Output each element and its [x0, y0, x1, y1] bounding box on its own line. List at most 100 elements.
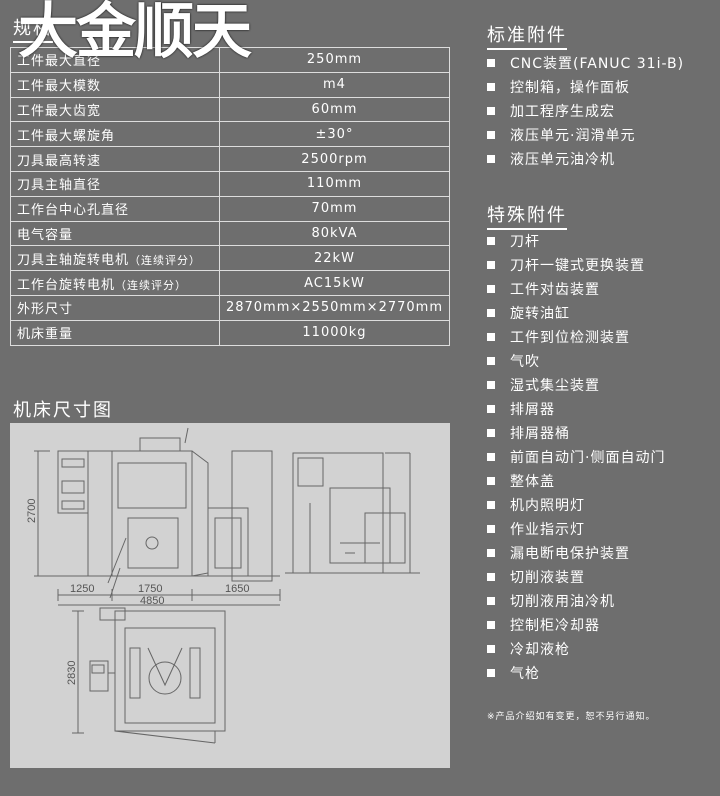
bullet-square-icon: [487, 645, 495, 653]
accessory-item: 加工程序生成宏: [487, 100, 684, 124]
accessory-item: 整体盖: [487, 470, 665, 494]
accessory-label: 机内照明灯: [510, 498, 585, 514]
accessory-label: 前面自动门·侧面自动门: [510, 450, 666, 466]
spec-key: 工作台旋转电机（连续评分）: [10, 270, 220, 296]
accessory-label: 整体盖: [510, 474, 555, 490]
spec-key-text: 工作台旋转电机: [17, 277, 116, 293]
spec-value: ±30°: [218, 121, 451, 148]
accessory-label: 工件到位检测装置: [510, 330, 630, 346]
accessory-item: 湿式集尘装置: [487, 374, 665, 398]
accessory-label: 作业指示灯: [510, 522, 585, 538]
bullet-square-icon: [487, 131, 495, 139]
spec-key-note: （连续评分）: [115, 278, 188, 292]
special-accessories-list: 刀杆刀杆一键式更换装置工件对齿装置旋转油缸工件到位检测装置气吹湿式集尘装置排屑器…: [487, 230, 665, 686]
accessory-item: 气吹: [487, 350, 665, 374]
bullet-square-icon: [487, 477, 495, 485]
spec-value: 250mm: [218, 47, 451, 73]
bullet-square-icon: [487, 107, 495, 115]
spec-key-text: 电气容量: [17, 227, 74, 243]
accessory-item: 工件到位检测装置: [487, 326, 665, 350]
bullet-square-icon: [487, 525, 495, 533]
spec-key: 刀具主轴旋转电机（连续评分）: [10, 245, 220, 272]
accessory-item: 漏电断电保护装置: [487, 542, 665, 566]
accessory-item: 切削液用油冷机: [487, 590, 665, 614]
accessory-item: 冷却液枪: [487, 638, 665, 662]
spec-row: 刀具最高转速 2500rpm: [10, 146, 451, 172]
accessory-item: 切削液装置: [487, 566, 665, 590]
spec-key: 外形尺寸: [10, 294, 220, 321]
spec-key-text: 刀具主轴旋转电机: [17, 252, 130, 268]
bullet-square-icon: [487, 669, 495, 677]
accessory-item: 前面自动门·侧面自动门: [487, 446, 665, 470]
accessory-label: 刀杆一键式更换装置: [510, 258, 645, 274]
accessory-item: 刀杆: [487, 230, 665, 254]
spec-value: 2500rpm: [218, 146, 451, 172]
special-accessories-title: 特殊附件: [487, 201, 567, 230]
accessory-item: 工件对齿装置: [487, 278, 665, 302]
accessory-label: 控制柜冷却器: [510, 618, 600, 634]
spec-key: 机床重量: [10, 319, 220, 346]
spec-key-text: 外形尺寸: [17, 302, 74, 318]
bullet-square-icon: [487, 285, 495, 293]
standard-accessories-title: 标准附件: [487, 21, 567, 50]
bullet-square-icon: [487, 357, 495, 365]
spec-key: 刀具最高转速: [10, 146, 220, 172]
spec-value: m4: [218, 71, 451, 98]
accessory-label: 冷却液枪: [510, 642, 570, 658]
bullet-square-icon: [487, 83, 495, 91]
spec-value: 60mm: [218, 96, 451, 123]
spec-row: 工件最大螺旋角±30°: [10, 121, 451, 148]
watermark-text: 大金顺天: [18, 0, 252, 67]
accessory-label: 加工程序生成宏: [510, 104, 615, 120]
accessory-label: CNC装置(FANUC 31i-B): [510, 56, 685, 72]
dimension-drawing-svg: 2700 1250 1750 1650 4850 2830: [26, 427, 420, 744]
accessory-label: 液压单元油冷机: [510, 152, 615, 168]
accessory-label: 液压单元·润滑单元: [510, 128, 636, 144]
bullet-square-icon: [487, 573, 495, 581]
accessory-label: 控制箱，操作面板: [510, 80, 630, 96]
accessory-item: 刀杆一键式更换装置: [487, 254, 665, 278]
bullet-square-icon: [487, 261, 495, 269]
bullet-square-icon: [487, 237, 495, 245]
dim-height-label: 2700: [26, 499, 38, 523]
spec-key-text: 工件最大模数: [17, 79, 102, 95]
accessory-label: 漏电断电保护装置: [510, 546, 630, 562]
spec-row: 工件最大模数 m4: [10, 71, 451, 98]
dim-right-label: 1650: [225, 583, 249, 595]
accessory-item: 机内照明灯: [487, 494, 665, 518]
accessory-label: 湿式集尘装置: [510, 378, 600, 394]
bullet-square-icon: [487, 429, 495, 437]
accessory-item: 液压单元·润滑单元: [487, 124, 684, 148]
accessory-item: 液压单元油冷机: [487, 148, 684, 172]
dim-middle-label: 1750: [138, 583, 162, 595]
spec-key-text: 工件最大直径: [17, 54, 102, 70]
standard-accessories-list: CNC装置(FANUC 31i-B) 控制箱，操作面板加工程序生成宏液压单元·润滑…: [487, 52, 684, 172]
accessory-label: 刀杆: [510, 234, 540, 250]
spec-key-note: （连续评分）: [129, 253, 202, 267]
bullet-square-icon: [487, 309, 495, 317]
spec-key: 工件最大直径: [10, 47, 220, 73]
spec-row: 工作台旋转电机（连续评分）AC15kW: [10, 270, 451, 296]
spec-key-text: 刀具最高转速: [17, 153, 102, 169]
accessory-item: 气枪: [487, 662, 665, 686]
bullet-square-icon: [487, 155, 495, 163]
accessory-label: 工件对齿装置: [510, 282, 600, 298]
spec-row: 刀具主轴旋转电机（连续评分）22kW: [10, 245, 451, 272]
spec-key: 工件最大模数: [10, 71, 220, 98]
accessory-label: 气吹: [510, 354, 540, 370]
accessory-label: 切削液用油冷机: [510, 594, 615, 610]
machine-dimension-drawing: 2700 1250 1750 1650 4850 2830: [10, 423, 450, 768]
accessory-item: CNC装置(FANUC 31i-B): [487, 52, 684, 76]
accessory-item: 控制柜冷却器: [487, 614, 665, 638]
bullet-square-icon: [487, 501, 495, 509]
spec-value: 22kW: [218, 245, 451, 272]
spec-value: 110mm: [218, 170, 451, 197]
bullet-square-icon: [487, 333, 495, 341]
disclaimer-note: ※产品介绍如有变更，恕不另行通知。: [487, 712, 656, 722]
